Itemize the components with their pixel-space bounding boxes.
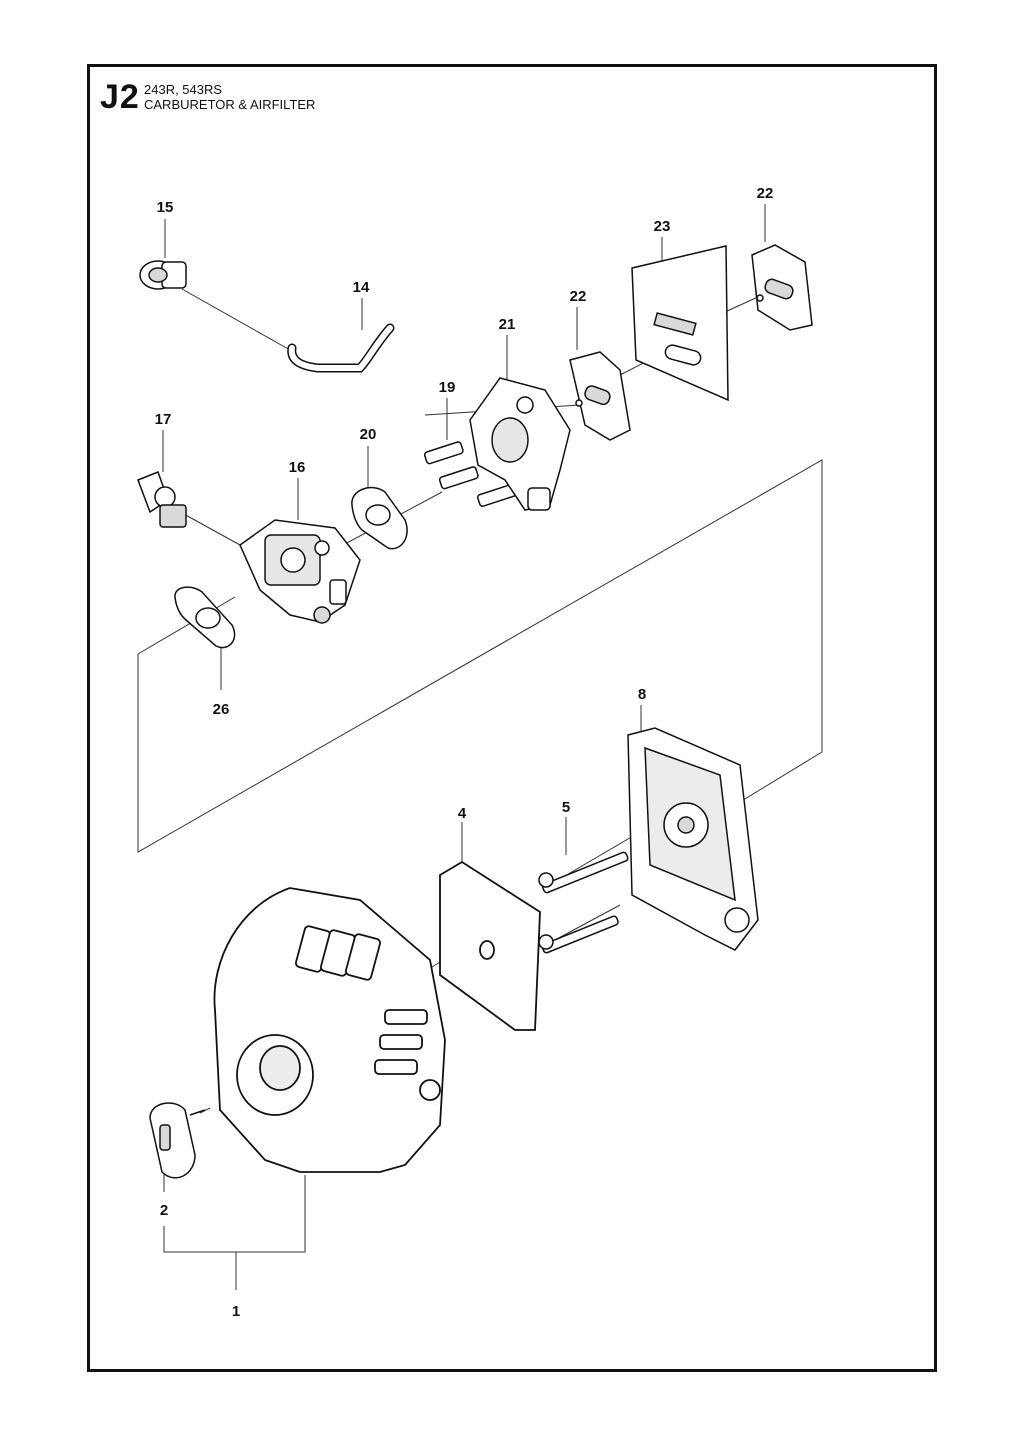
filter-holder-part: [627, 727, 759, 951]
callout-2: 2: [160, 1202, 168, 1219]
gasket-22b-part: [751, 244, 813, 331]
air-filter-pad-part: [439, 860, 541, 1031]
callout-5: 5: [562, 799, 570, 816]
callout-4: 4: [458, 805, 467, 822]
gasket-20-part: [351, 486, 408, 550]
callout-22-left: 22: [570, 288, 587, 305]
assembly-outline: [137, 459, 823, 853]
callout-26: 26: [213, 701, 230, 718]
callout-20: 20: [360, 426, 377, 443]
callout-23: 23: [654, 218, 671, 235]
callout-17: 17: [155, 411, 172, 428]
callout-19: 19: [439, 379, 456, 396]
model-list: 243R, 543RS: [144, 82, 223, 97]
gasket-26-part: [174, 586, 236, 649]
page-title: CARBURETOR & AIRFILTER: [144, 97, 316, 112]
callout-21: 21: [499, 316, 516, 333]
gasket-22a-part: [569, 351, 631, 441]
intake-adapter-part: [469, 377, 571, 511]
callout-14: 14: [353, 279, 370, 296]
callout-15: 15: [157, 199, 174, 216]
carburetor-part: [239, 519, 361, 624]
callout-22-right: 22: [757, 185, 774, 202]
heat-shield-part: [631, 245, 729, 402]
choke-part: [137, 471, 187, 528]
primer-bulb-part: [139, 260, 187, 290]
screws-19-part: [423, 441, 521, 507]
diagram-frame: [87, 64, 937, 1372]
cover-knob-part: [149, 1102, 206, 1179]
filter-cover-part: [213, 887, 446, 1173]
section-code: J2: [100, 78, 140, 116]
callout-16: 16: [289, 459, 306, 476]
callout-8: 8: [638, 686, 646, 703]
screws-5-part: [538, 851, 629, 954]
callout-1: 1: [232, 1303, 240, 1320]
